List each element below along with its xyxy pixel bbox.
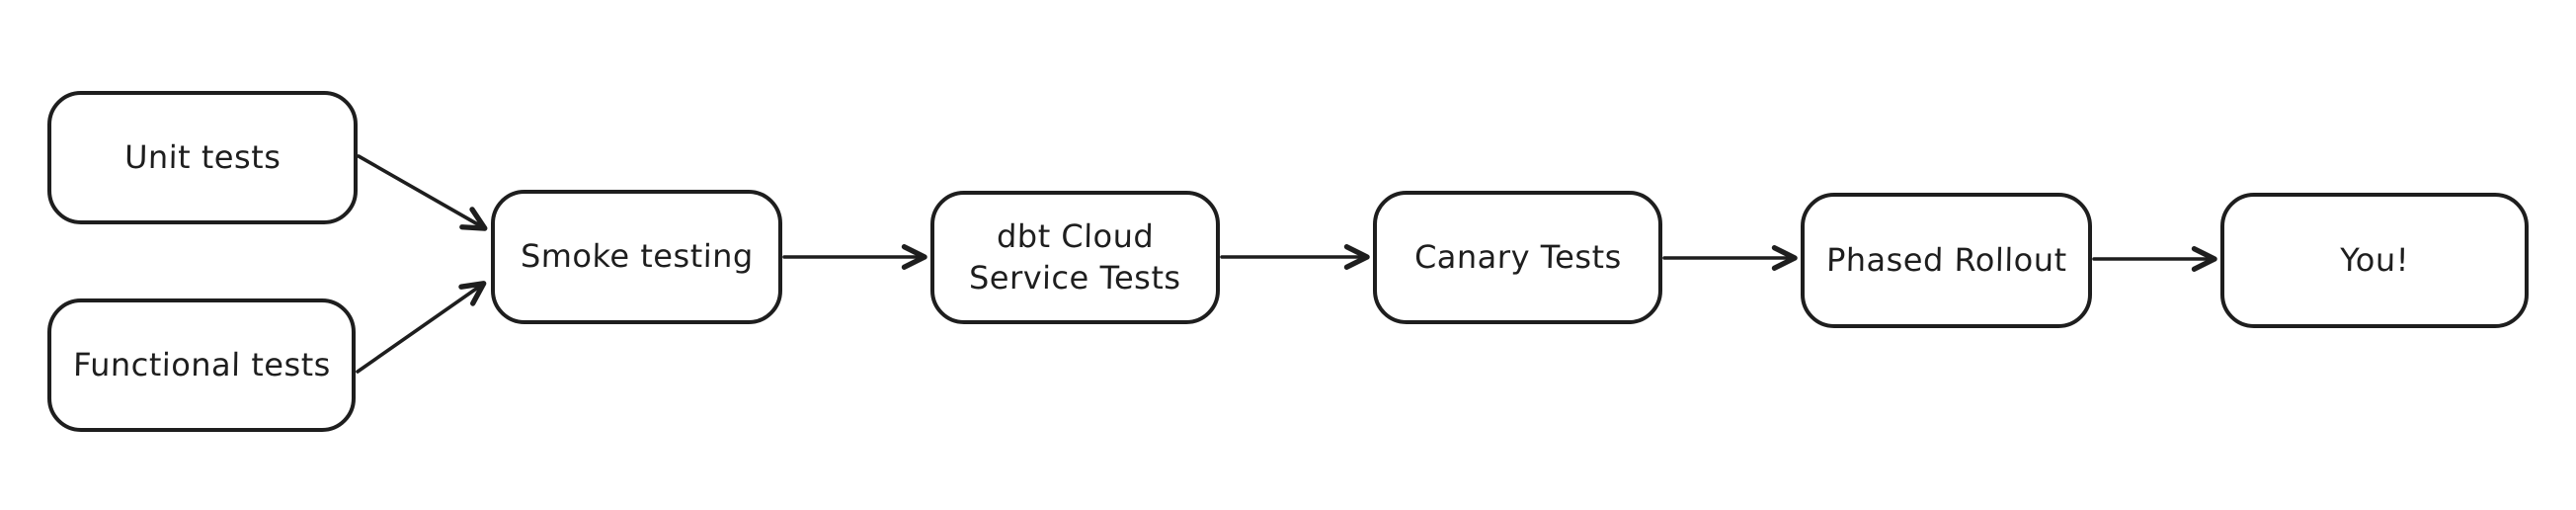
node-label: Unit tests: [123, 137, 282, 176]
node-smoke-testing[interactable]: Smoke testing: [491, 190, 782, 324]
node-phased-rollout[interactable]: Phased Rollout: [1801, 193, 2092, 328]
node-label: Smoke testing: [520, 237, 754, 276]
node-label: Canary Tests: [1413, 237, 1622, 276]
node-you[interactable]: You!: [2220, 193, 2529, 328]
node-functional-tests[interactable]: Functional tests: [47, 298, 356, 432]
arrow-unit-tests-to-smoke-testing: [357, 154, 488, 231]
node-canary-tests[interactable]: Canary Tests: [1373, 191, 1662, 324]
node-label: Phased Rollout: [1825, 240, 2067, 279]
node-label: Service Tests: [968, 258, 1182, 297]
arrow-functional-tests-to-smoke-testing: [356, 281, 487, 374]
node-unit-tests[interactable]: Unit tests: [47, 91, 358, 224]
node-label: dbt Cloud: [996, 216, 1155, 255]
node-label: You!: [2339, 240, 2410, 279]
node-label: Functional tests: [72, 345, 331, 383]
